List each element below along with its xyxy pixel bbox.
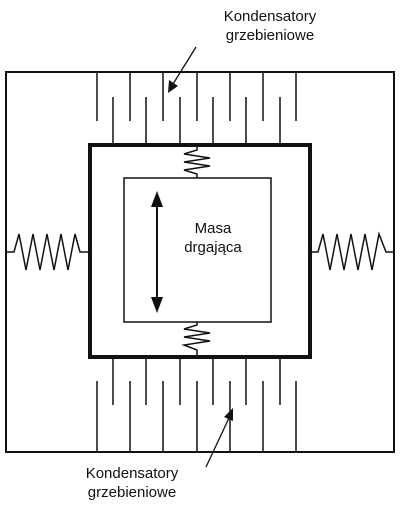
moving-frame [88,143,312,359]
leader-arrow-bottom [205,408,233,468]
comb-capacitor-bottom [96,357,297,451]
comb-capacitor-label-bottom: Kondensatory grzebieniowe [62,464,202,502]
comb-capacitor-top [96,73,297,145]
spring-right [310,231,393,271]
spring-bottom [181,322,211,355]
mass-label: Masa drgająca [168,219,258,257]
spring-top [183,147,211,178]
leader-arrow-top [168,46,197,93]
oscillation-arrow [151,191,163,313]
label-line: grzebieniowe [225,27,315,44]
label-line: Masa [194,220,232,237]
outer-frame [5,71,395,453]
label-line: Kondensatory [223,8,317,25]
label-line: Kondensatory [85,465,179,482]
comb-capacitor-label-top: Kondensatory grzebieniowe [200,7,340,45]
spring-left [7,233,90,271]
label-line: drgająca [184,239,242,256]
label-line: grzebieniowe [87,484,177,501]
